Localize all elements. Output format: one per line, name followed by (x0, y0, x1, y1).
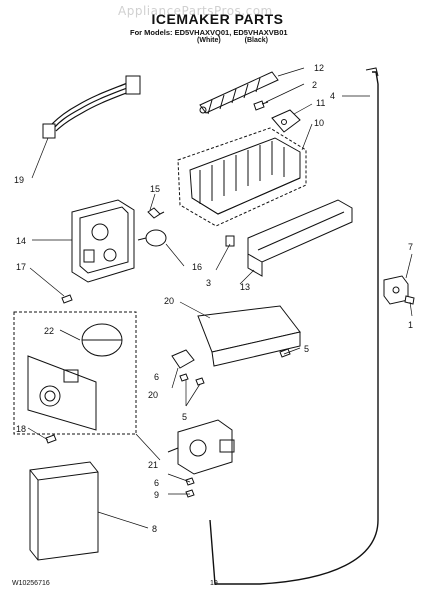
document-number: W10256716 (12, 580, 50, 587)
callout-20-heater: 20 (148, 390, 158, 400)
callout-12: 12 (314, 63, 324, 73)
screw-pair-part (179, 348, 291, 386)
mounting-screw-part (61, 294, 73, 304)
callout-5-tray: 5 (304, 344, 309, 354)
callout-13: 13 (240, 282, 250, 292)
control-assembly-frame (13, 311, 137, 435)
tray-part (197, 305, 301, 367)
callout-5-screws: 5 (182, 412, 187, 422)
tube-bracket-part (383, 275, 415, 305)
callout-17: 17 (16, 262, 26, 272)
variant-black: (Black) (244, 37, 269, 44)
control-housing-part (71, 199, 135, 283)
variant-labels: (White) (Black) (197, 37, 290, 44)
leader-lines (27, 67, 413, 529)
page-title: ICEMAKER PARTS (151, 11, 284, 27)
wire-harness-part (42, 75, 141, 139)
motor-part (137, 229, 167, 247)
watermark: AppliancePartsPros.com (118, 4, 273, 18)
callout-4: 4 (330, 91, 335, 101)
callout-9: 9 (154, 490, 159, 500)
callout-20-tray: 20 (164, 296, 174, 306)
ejector-part (199, 71, 279, 115)
models-line: For Models: ED5VHAXVQ01, ED5VHAXVB01 (130, 28, 288, 37)
callout-21: 21 (148, 460, 158, 470)
fill-tube-heater-part (171, 349, 195, 369)
shutoff-switch-part (147, 207, 165, 219)
insulation-pad-part (29, 461, 99, 561)
callout-7: 7 (408, 242, 413, 252)
callout-6-valve: 6 (154, 478, 159, 488)
fill-tube-part (209, 67, 379, 585)
bracket-part (271, 109, 301, 133)
callout-16: 16 (192, 262, 202, 272)
callout-19: 19 (14, 175, 24, 185)
callout-6: 6 (154, 372, 159, 382)
control-screw-part (45, 434, 57, 444)
callout-22: 22 (44, 326, 54, 336)
fill-cup-part (247, 199, 353, 277)
screw-part (253, 100, 269, 111)
ice-mold-part (177, 127, 307, 227)
callout-10: 10 (314, 118, 324, 128)
callout-11: 11 (316, 98, 325, 108)
page-number: 19 (210, 580, 218, 587)
variant-white: (White) (197, 37, 221, 44)
callout-14: 14 (16, 236, 26, 246)
water-valve-part (167, 419, 235, 498)
callout-8: 8 (152, 524, 157, 534)
clip-part (225, 235, 235, 247)
callout-15: 15 (150, 184, 160, 194)
callout-18: 18 (16, 424, 26, 434)
callout-1: 1 (408, 320, 413, 330)
callout-3: 3 (206, 278, 211, 288)
callout-2: 2 (312, 80, 317, 90)
